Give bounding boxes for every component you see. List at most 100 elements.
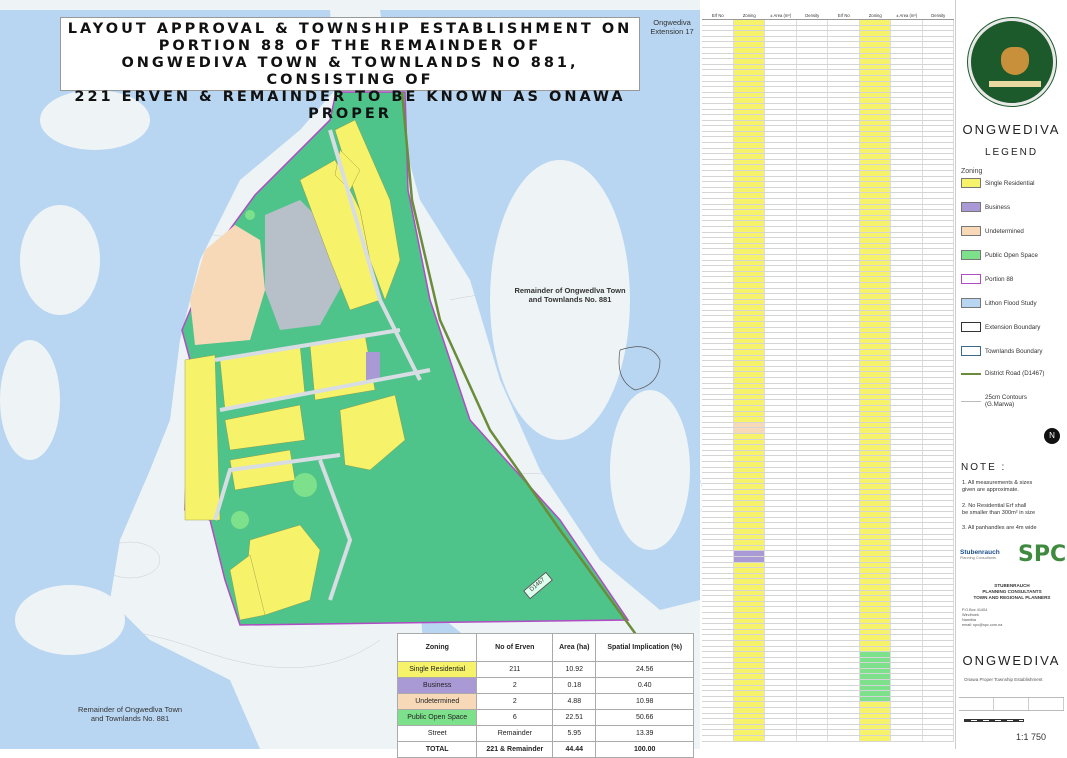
erf-row <box>702 215 954 222</box>
erf-row <box>702 624 954 630</box>
erf-row <box>702 53 954 60</box>
erf-row <box>702 450 954 457</box>
scale-bar <box>964 719 1024 722</box>
erf-header-cell: Erf No <box>837 13 850 18</box>
erf-row <box>702 646 954 653</box>
erf-row <box>702 316 954 323</box>
summary-cell-pct: 50.66 <box>595 709 694 726</box>
title-line-1: LAYOUT APPROVAL & TOWNSHIP ESTABLISHMENT… <box>67 21 633 37</box>
erf-row <box>702 109 954 116</box>
erf-row <box>702 25 954 32</box>
erf-row <box>702 545 954 552</box>
erf-row <box>702 551 954 557</box>
summary-cell-pct: 10.98 <box>595 693 694 710</box>
erf-row <box>702 366 954 373</box>
project-name: Onawa Proper Township Establishment <box>964 677 1043 682</box>
erf-row <box>702 668 954 675</box>
legend-swatch <box>961 226 981 236</box>
erf-row <box>702 691 954 697</box>
erf-row <box>702 171 954 177</box>
erf-row <box>702 187 954 194</box>
erf-row <box>702 405 954 412</box>
erf-row <box>702 489 954 496</box>
legend-title: LEGEND <box>984 147 1039 158</box>
legend-item: Lithon Flood Study <box>961 298 1037 308</box>
firm-spc-logo: SPC <box>1018 542 1067 567</box>
erf-row <box>702 310 954 317</box>
note-1: 1. All measurements & sizes given are ap… <box>962 480 1033 493</box>
summary-cell-pct: 13.39 <box>595 725 694 742</box>
undetermined-erf <box>190 225 265 345</box>
title-line-4: 221 ERVEN & REMAINDER TO BE KNOWN AS ONA… <box>74 89 626 122</box>
erf-row <box>702 182 954 188</box>
label-extension-17: Ongwediva Extension 17 <box>650 18 694 36</box>
erf-row <box>702 115 954 121</box>
legend-label: Extension Boundary <box>985 323 1041 331</box>
erf-row <box>702 557 954 563</box>
erf-row <box>702 271 954 278</box>
note-3: 3. All panhandles are 4m wide <box>962 525 1037 531</box>
erf-row <box>702 540 954 546</box>
erf-row <box>702 568 954 574</box>
erf-row <box>702 590 954 597</box>
erf-row <box>702 344 954 351</box>
erf-row <box>702 327 954 334</box>
map-title: LAYOUT APPROVAL & TOWNSHIP ESTABLISHMENT… <box>60 17 640 122</box>
legend-item: Undetermined <box>961 226 1024 236</box>
legend-item: Portion 88 <box>961 274 1013 284</box>
erf-row <box>702 534 954 541</box>
erf-row <box>702 411 954 418</box>
erf-row <box>702 322 954 328</box>
erf-row <box>702 422 954 429</box>
erf-row <box>702 47 954 54</box>
summary-cell-zoning: Public Open Space <box>396 709 478 726</box>
summary-cell-area: 10.92 <box>552 661 597 678</box>
header-zoning: Zoning <box>396 633 478 662</box>
summary-cell-pct: 0.40 <box>595 677 694 694</box>
erf-row <box>702 730 954 736</box>
erf-row <box>702 428 954 434</box>
summary-cell-erven: 2 <box>476 677 554 694</box>
erf-table-header: Erf No Zoning ± Area (m²) Density Erf No… <box>702 12 954 20</box>
label-remainder-west: Remainder of Ongwedlva Town and Townland… <box>77 705 183 723</box>
erf-row <box>702 685 954 692</box>
erf-row <box>702 652 954 658</box>
erf-row <box>702 232 954 239</box>
summary-cell-zoning: Undetermined <box>396 693 478 710</box>
erf-row <box>702 260 954 267</box>
erf-header-cell: Zoning <box>868 13 882 18</box>
erf-row <box>702 378 954 384</box>
legend-swatch <box>961 298 981 308</box>
firm-contact: P.O.Box 41404 Windhoek Namibia email: sp… <box>962 608 1003 627</box>
erf-row <box>702 708 954 714</box>
erf-row <box>702 719 954 725</box>
erf-row <box>702 42 954 48</box>
erf-row <box>702 81 954 88</box>
legend-label: Business <box>985 203 1011 211</box>
header-area: Area (ha) <box>552 633 597 662</box>
summary-cell-zoning: Business <box>396 677 478 694</box>
summary-cell-pct: 24.56 <box>595 661 694 678</box>
erf-row <box>702 618 954 625</box>
title-line-2: PORTION 88 OF THE REMAINDER OF <box>158 38 542 54</box>
erf-row <box>702 199 954 205</box>
erf-row <box>702 713 954 720</box>
erf-row <box>702 596 954 602</box>
total-cell-area: 44.44 <box>552 741 597 758</box>
erf-row <box>702 355 954 362</box>
ongwediva-logo <box>968 18 1056 106</box>
erf-row <box>702 433 954 440</box>
erf-row <box>702 445 954 451</box>
erf-row <box>702 361 954 367</box>
erf-row <box>702 529 954 535</box>
district-road-d1467 <box>400 91 642 641</box>
erf-row <box>702 702 954 709</box>
note-2: 2. No Residential Erf shall be smaller t… <box>962 503 1036 516</box>
erf-table-rows <box>702 20 954 742</box>
erf-row <box>702 579 954 585</box>
summary-cell-erven: Remainder <box>476 725 554 742</box>
